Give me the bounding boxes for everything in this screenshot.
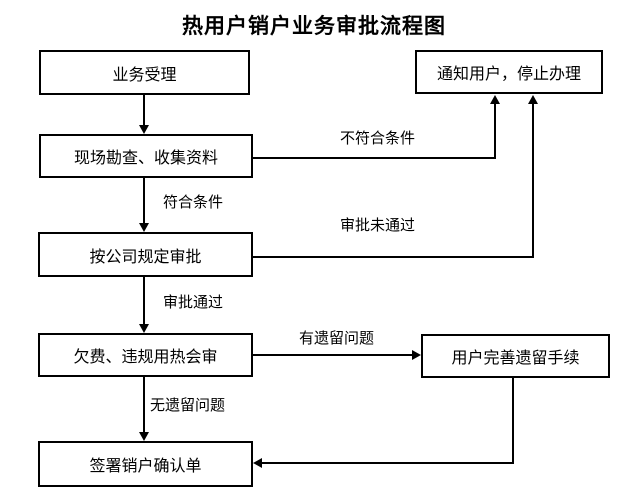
node-notify-user-stop: 通知用户，停止办理 <box>415 50 603 94</box>
edge-review-to-complete <box>253 354 412 356</box>
arrowhead-up-icon <box>528 95 538 104</box>
edge-accept-to-survey <box>143 95 145 126</box>
edge-complete-to-sign-drop <box>512 378 514 463</box>
edge-approval-to-notify <box>253 256 534 258</box>
edge-approval-to-review <box>143 277 145 324</box>
arrowhead-down-icon <box>139 432 149 441</box>
node-user-complete-procedures: 用户完善遗留手续 <box>421 334 610 378</box>
edge-survey-to-approval <box>143 178 145 223</box>
arrowhead-right-icon <box>412 350 421 360</box>
edge-label-not-qualified: 不符合条件 <box>340 131 416 147</box>
arrowhead-down-icon <box>139 324 149 333</box>
edge-survey-to-notify-riser <box>494 104 496 159</box>
node-sign-confirmation: 签署销户确认单 <box>38 441 253 487</box>
edge-label-has-issues: 有遗留问题 <box>299 331 375 347</box>
flowchart-title: 热用户销户业务审批流程图 <box>182 14 446 38</box>
edge-survey-to-notify <box>253 157 496 159</box>
node-company-approval: 按公司规定审批 <box>38 232 253 277</box>
edge-label-qualified: 符合条件 <box>163 195 224 211</box>
edge-review-to-sign <box>143 377 145 432</box>
edge-approval-to-notify-riser <box>532 104 534 258</box>
edge-label-no-issues: 无遗留问题 <box>150 398 226 414</box>
arrowhead-down-icon <box>139 223 149 232</box>
edge-label-approval-passed: 审批通过 <box>163 295 224 311</box>
node-site-survey: 现场勘查、收集资料 <box>39 134 253 178</box>
edge-label-approval-failed: 审批未通过 <box>340 218 416 234</box>
arrowhead-down-icon <box>139 125 149 134</box>
edge-complete-to-sign <box>262 462 514 464</box>
node-business-acceptance: 业务受理 <box>39 50 250 95</box>
node-arrears-review: 欠费、违规用热会审 <box>38 333 253 377</box>
arrowhead-left-icon <box>253 458 262 468</box>
arrowhead-up-icon <box>490 95 500 104</box>
